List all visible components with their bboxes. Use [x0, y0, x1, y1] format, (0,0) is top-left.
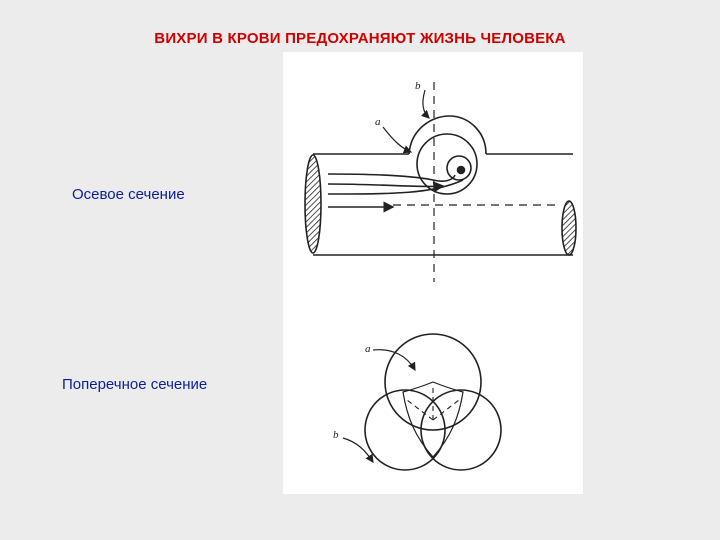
inner-curved-triangle [402, 381, 464, 458]
slide-title: ВИХРИ В КРОВИ ПРЕДОХРАНЯЮТ ЖИЗНЬ ЧЕЛОВЕК… [154, 30, 566, 47]
axial-section-label: Осевое сечение [72, 186, 185, 203]
cross-letter-b: b [333, 429, 339, 441]
vortex-ring-outer [416, 133, 478, 195]
axial-letter-b: b [415, 80, 421, 92]
streamline-1 [327, 173, 456, 182]
leader-b-cross [342, 437, 374, 463]
streamline-3 [327, 179, 464, 195]
pipe-right-cut [561, 200, 577, 256]
leader-a-axial [382, 126, 413, 154]
axial-letter-a: a [375, 116, 381, 128]
leader-b-axial [420, 89, 430, 119]
vortex-diagram-figure: a b a b [283, 52, 583, 494]
radius-left [406, 399, 434, 421]
axial-section-drawing [304, 82, 577, 282]
pipe-left-cut [304, 154, 322, 254]
cross-section-label: Поперечное сечение [62, 376, 208, 393]
cross-letter-a: a [365, 343, 371, 355]
vortex-ring-inner [446, 155, 472, 181]
vortex-bulge [408, 115, 487, 155]
cross-circle-top [384, 333, 482, 431]
cross-circle-right [420, 389, 502, 471]
leader-a-cross [372, 349, 416, 372]
vortex-core [456, 165, 466, 175]
streamline-2 [327, 181, 445, 193]
radius-right [432, 399, 460, 421]
vortex-diagram-svg: a b a b [304, 80, 577, 471]
cross-section-drawing [342, 333, 502, 471]
cross-circle-left [364, 389, 446, 471]
